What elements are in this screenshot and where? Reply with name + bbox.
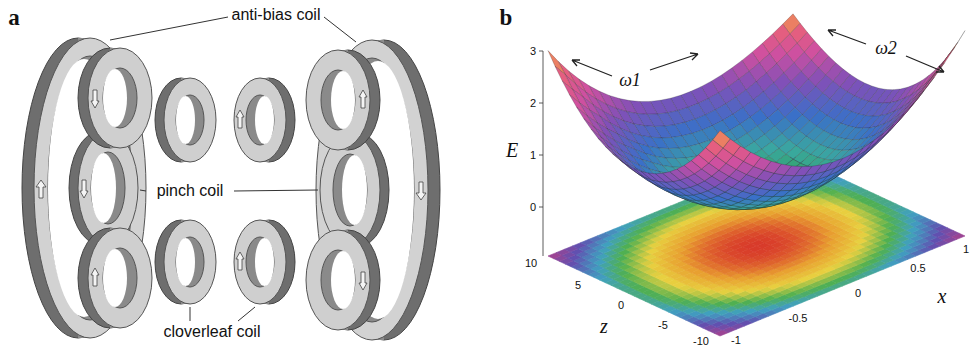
surface-patch bbox=[713, 131, 730, 148]
surface-patch bbox=[846, 148, 863, 163]
density-plane bbox=[548, 156, 965, 336]
frequency-label: ω1 bbox=[619, 70, 641, 91]
surface-patch bbox=[562, 81, 579, 103]
cloverleaf-coil-shape bbox=[78, 228, 152, 328]
cloverleaf-coil-shape bbox=[155, 220, 216, 304]
tick-label: 2 bbox=[530, 97, 536, 110]
axis-tick bbox=[539, 51, 543, 207]
cloverleaf-coil-shape bbox=[78, 48, 152, 148]
surface-patch bbox=[584, 119, 601, 138]
frequency-arrow bbox=[572, 30, 944, 76]
energy-surface-plot bbox=[539, 14, 965, 336]
tick-label: 0 bbox=[618, 299, 624, 312]
surface-patch bbox=[896, 101, 913, 120]
tick-label: 3 bbox=[530, 45, 536, 58]
surface-patch bbox=[591, 129, 608, 147]
tick-label: 10 bbox=[525, 257, 537, 270]
surface-patch bbox=[886, 114, 903, 133]
axis-label: E bbox=[506, 139, 518, 162]
frequency-label: ω2 bbox=[875, 38, 897, 59]
surface-patch bbox=[577, 107, 594, 127]
surface-patch bbox=[548, 51, 565, 75]
tick-label: -0.5 bbox=[789, 312, 808, 325]
leader-line bbox=[110, 17, 356, 321]
surface-patch bbox=[555, 66, 572, 89]
anti-bias-coil-shape bbox=[316, 40, 440, 340]
tick-label: 0.5 bbox=[910, 262, 925, 275]
tick-label: 1 bbox=[530, 149, 536, 162]
axis-label: z bbox=[600, 315, 608, 338]
surface-patch bbox=[598, 138, 615, 155]
pinch-coil-shape bbox=[69, 132, 138, 244]
tick-label: -10 bbox=[693, 335, 709, 348]
tick-label: -1 bbox=[731, 334, 741, 347]
energy-axis bbox=[543, 51, 544, 256]
surface-patch bbox=[570, 95, 587, 116]
coil-label: cloverleaf coil bbox=[161, 323, 264, 341]
tick-label: 1 bbox=[963, 243, 969, 256]
cloverleaf-coil-shape bbox=[306, 230, 380, 330]
axis-label: x bbox=[938, 285, 947, 308]
surface-patch bbox=[876, 124, 893, 142]
panel-letter: b bbox=[500, 5, 513, 31]
tick-label: 0 bbox=[530, 201, 536, 214]
tick-label: -5 bbox=[658, 319, 668, 332]
surface-patch bbox=[909, 83, 926, 103]
coil-label: anti-bias coil bbox=[229, 6, 324, 24]
surface-patch bbox=[608, 147, 625, 162]
surface-patch bbox=[948, 31, 965, 57]
cloverleaf-coil-shape bbox=[234, 78, 295, 162]
cloverleaf-coil-shape bbox=[155, 78, 216, 162]
surface-patch bbox=[913, 80, 930, 101]
tick-label: 5 bbox=[575, 279, 581, 292]
panel-letter: a bbox=[8, 5, 20, 31]
current-arrow bbox=[36, 90, 426, 290]
coil-assembly bbox=[22, 17, 440, 340]
coil-label: pinch coil bbox=[154, 182, 227, 200]
surface-patch bbox=[866, 133, 883, 150]
energy-surface bbox=[548, 14, 965, 210]
tick-label: 0 bbox=[855, 287, 861, 300]
pinch-coil-shape bbox=[320, 134, 389, 246]
cloverleaf-coil-shape bbox=[234, 220, 295, 304]
cloverleaf-coil-shape bbox=[306, 50, 380, 150]
anti-bias-coil-shape bbox=[22, 38, 146, 338]
surface-patch bbox=[856, 141, 873, 157]
